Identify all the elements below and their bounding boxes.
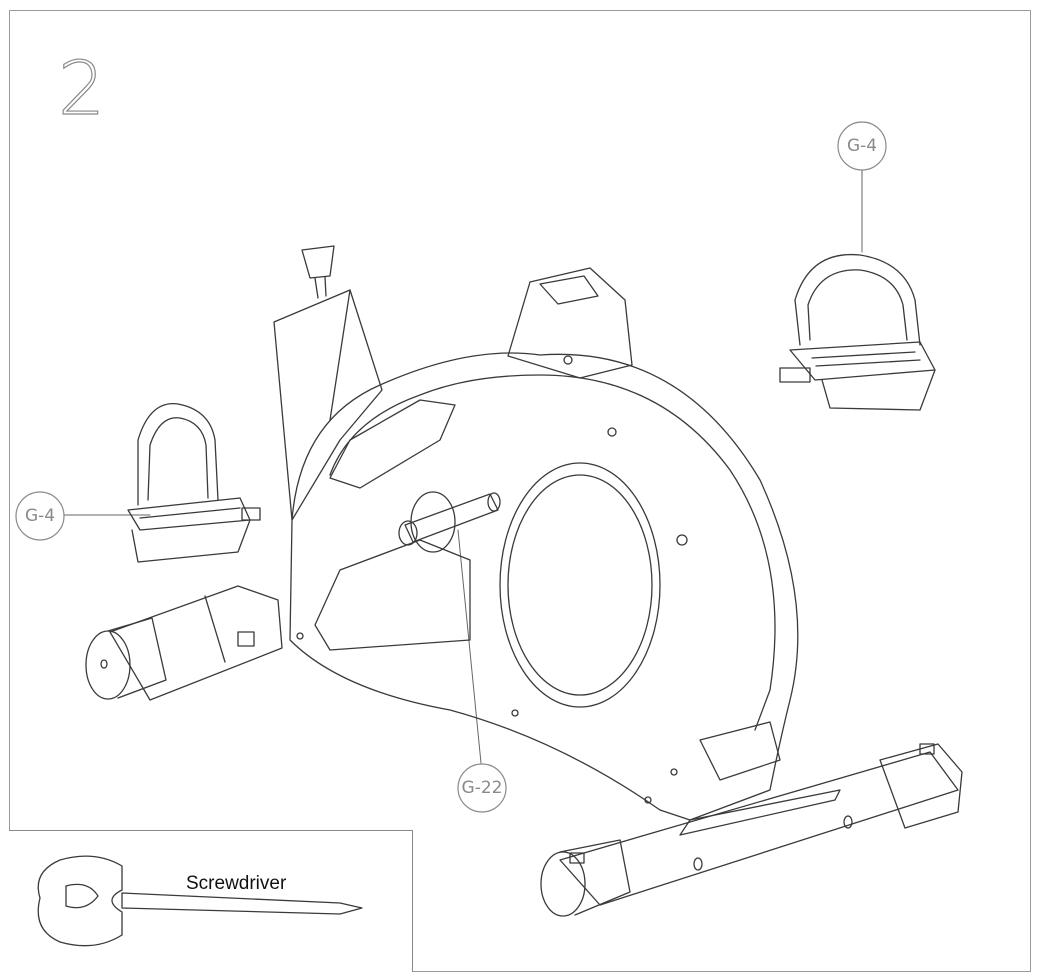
callout-pedal-right: G-4: [846, 136, 878, 156]
step-number: 2: [57, 46, 106, 132]
tool-panel: [9, 830, 413, 972]
main-housing: [289, 267, 841, 836]
page-frame: [9, 10, 1031, 972]
callout-circle-pedal-right: [837, 121, 887, 171]
callout-circle-crank-bolt: [457, 763, 507, 813]
pedal-left: [127, 403, 261, 563]
callout-pedal-left: G-4: [24, 506, 56, 526]
tool-label: Screwdriver: [186, 873, 287, 894]
pedal-right: [779, 253, 936, 411]
seat-column: [273, 245, 383, 521]
crank-bolt: [398, 491, 501, 553]
callout-circle-pedal-left: [15, 491, 65, 541]
front-stabilizer: [540, 743, 963, 917]
rear-stabilizer-left: [85, 585, 283, 701]
callout-crank-bolt: G-22: [461, 778, 503, 798]
callout-leaders: [55, 169, 863, 764]
